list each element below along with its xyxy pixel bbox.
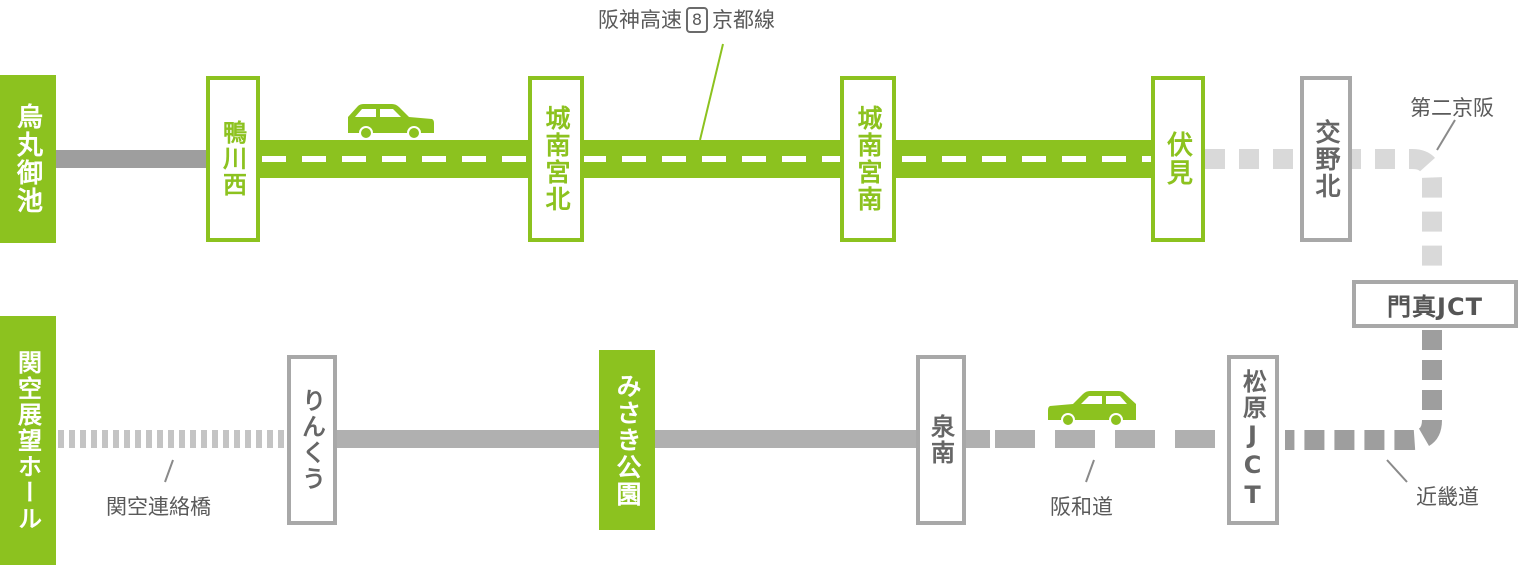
daini-keihan-pointer bbox=[1436, 119, 1456, 151]
kinki-pointer bbox=[1386, 459, 1408, 483]
route-number-badge: 8 bbox=[686, 7, 708, 33]
hanwa-pointer bbox=[1085, 459, 1095, 483]
kansai-bridge-label: 関空連絡橋 bbox=[106, 495, 211, 519]
station-label: 泉南 bbox=[926, 414, 955, 466]
gray-road-segment bbox=[56, 150, 208, 168]
bridge-pointer bbox=[164, 459, 174, 483]
origin-label: 烏丸御池 bbox=[12, 103, 43, 215]
station-label: 伏見 bbox=[1162, 131, 1193, 187]
station-label: 交野北 bbox=[1312, 118, 1341, 200]
kinki-label: 近畿道 bbox=[1416, 485, 1479, 509]
car-icon bbox=[348, 104, 434, 140]
station-jonangu-kita: 城南宮北 bbox=[528, 76, 584, 242]
station-label: 城南宮南 bbox=[854, 105, 883, 213]
station-label: 松原JCT bbox=[1238, 369, 1267, 511]
origin-karasuma-oike: 烏丸御池 bbox=[0, 75, 56, 243]
station-sennan: 泉南 bbox=[916, 355, 966, 525]
hanwa-label: 阪和道 bbox=[1050, 495, 1113, 519]
station-katano-kita: 交野北 bbox=[1300, 76, 1352, 242]
daini-keihan-dashed-line bbox=[1205, 149, 1442, 278]
expressway-prefix: 阪神高速 bbox=[598, 8, 682, 32]
station-kamogawa-nishi: 鴨川西 bbox=[206, 76, 260, 242]
station-label: 鴨川西 bbox=[218, 120, 247, 198]
car-icon bbox=[1048, 391, 1136, 427]
expressway-pointer bbox=[699, 43, 724, 141]
station-misaki-koen: みさき公園 bbox=[599, 350, 655, 530]
station-label: りんくう bbox=[297, 388, 326, 492]
station-label: みさき公園 bbox=[613, 372, 642, 508]
station-rinku: りんくう bbox=[287, 355, 337, 525]
station-fushimi: 伏見 bbox=[1151, 76, 1205, 242]
bottom-road-segment bbox=[330, 430, 990, 448]
kinki-dashed-line bbox=[1285, 330, 1442, 450]
daini-keihan-label: 第二京阪 bbox=[1410, 96, 1494, 120]
station-matsubara-jct: 松原JCT bbox=[1227, 355, 1279, 525]
destination-label: 関空展望ホール bbox=[13, 349, 42, 532]
destination-kix-observation-hall: 関空展望ホール bbox=[0, 316, 56, 565]
expressway-suffix: 京都線 bbox=[712, 8, 775, 32]
kadoma-jct: 門真JCT bbox=[1352, 280, 1518, 328]
kadoma-jct-label: 門真JCT bbox=[1387, 292, 1483, 321]
station-label: 城南宮北 bbox=[542, 105, 571, 213]
station-jonangu-minami: 城南宮南 bbox=[840, 76, 896, 242]
